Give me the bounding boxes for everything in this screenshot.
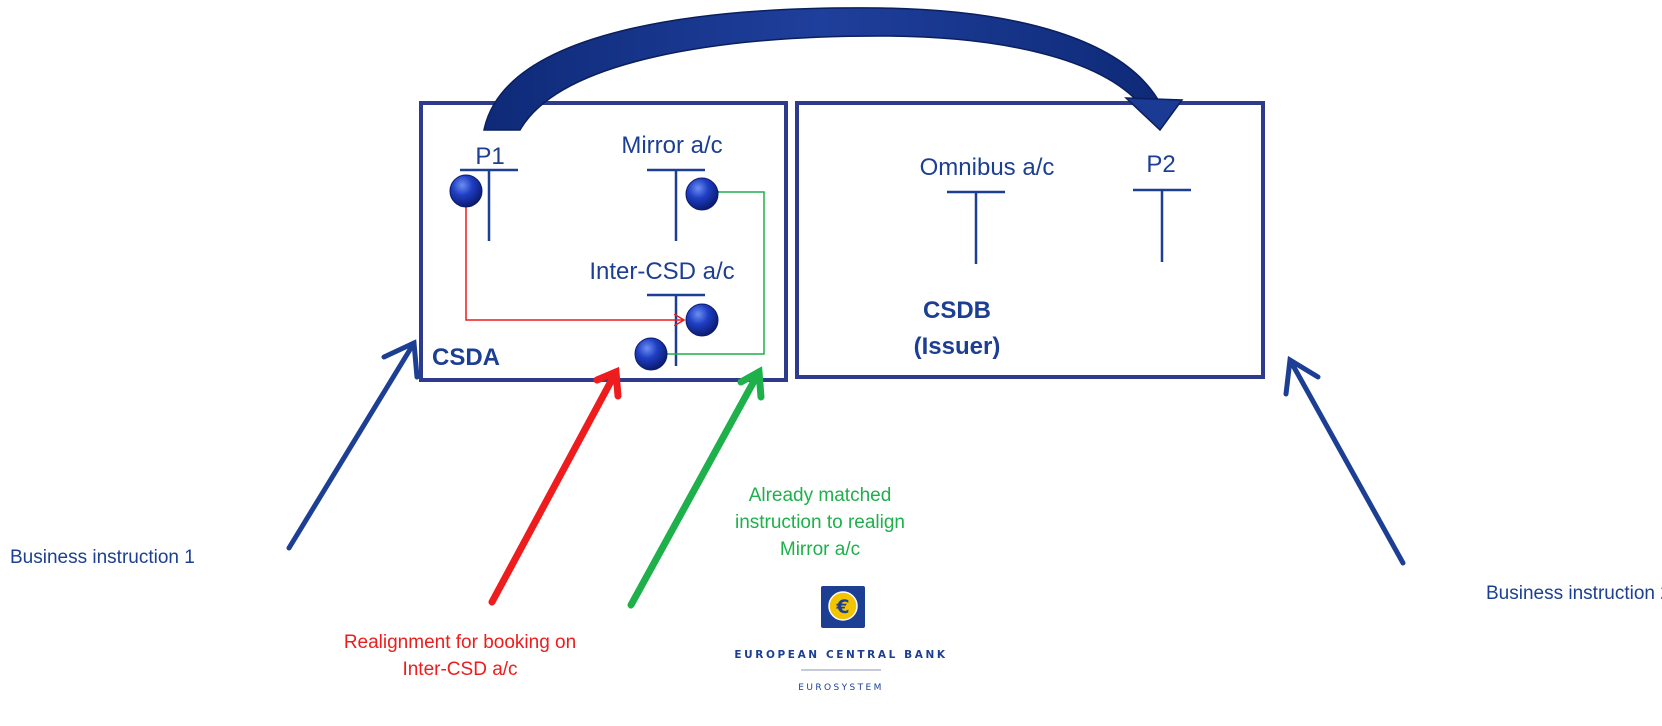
p2-label: P2: [1146, 151, 1175, 178]
matched-label-line1: Already matched: [749, 485, 892, 506]
inter-csd-account-label: Inter-CSD a/c: [589, 258, 734, 285]
green-realign-line: [666, 192, 765, 355]
ecb-logo-line2: EUROSYSTEM: [798, 683, 883, 693]
p1-label: P1: [475, 143, 504, 170]
mirror-account-label: Mirror a/c: [621, 132, 722, 159]
business-instruction-2-label: Business instruction 2: [1486, 583, 1662, 604]
matched-label-line2: instruction to realign: [735, 512, 905, 533]
ecb-logo-line1: EUROPEAN CENTRAL BANK: [734, 649, 947, 661]
ecb-logo-circle: [828, 591, 858, 621]
omnibus-t-account: [947, 190, 1005, 264]
csda-name: CSDA: [432, 344, 500, 371]
business-instruction-1-label: Business instruction 1: [10, 547, 195, 568]
business-instruction-2-arrow: [1283, 355, 1406, 566]
mirror-ball: [685, 177, 719, 211]
inter-csd-ball-debit: [634, 337, 668, 371]
matched-label-line3: Mirror a/c: [780, 539, 860, 560]
omnibus-account-label: Omnibus a/c: [920, 154, 1055, 181]
p1-t-account: [460, 168, 518, 241]
business-instruction-1-arrow: [286, 339, 420, 551]
csdb-name-line2: (Issuer): [914, 333, 1001, 360]
csdb-box: [795, 101, 1265, 379]
inter-csd-ball-credit: [685, 303, 719, 337]
p2-t-account: [1133, 188, 1191, 262]
ecb-logo: € EUROPEAN CENTRAL BANK EUROSYSTEM: [734, 586, 947, 693]
already-matched-arrow: [627, 366, 765, 609]
realignment-label-line2: Inter-CSD a/c: [402, 659, 517, 680]
p1-ball: [449, 174, 483, 208]
transfer-arrow-head: [1124, 97, 1184, 132]
red-booking-line: [465, 202, 684, 320]
csdb-name-line1: CSDB: [923, 297, 991, 324]
transfer-curved-arrow: [483, 7, 1159, 131]
euro-icon: €: [835, 596, 849, 618]
mirror-t-account: [647, 168, 705, 241]
realignment-label-line1: Realignment for booking on: [344, 632, 576, 653]
realignment-arrow: [488, 366, 622, 606]
